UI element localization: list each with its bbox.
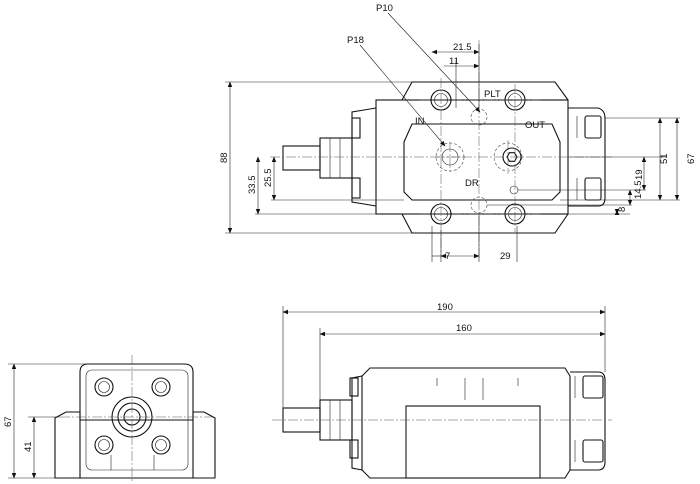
top-left-boss-upper [351,117,361,139]
side-right-cap [570,371,606,471]
top-right-boss-lower [584,177,602,201]
side-right-boss-upper [582,375,604,399]
dim-67-top: 67 [686,153,697,164]
end-bolt-tr [151,377,171,397]
leader-label-p10: P10 [376,3,393,14]
dim-29: 29 [500,251,511,262]
dim-21-5: 21.5 [453,42,472,53]
dim-14-5: 14.5 [633,181,644,200]
side-lower-block [405,405,541,479]
side-left-housing [351,375,363,471]
dim-8: 8 [617,207,628,212]
dim-25-5: 25.5 [263,169,274,188]
side-view: 190 160 [272,302,612,479]
top-flange-upper [401,81,569,101]
side-right-boss-lower [582,439,604,463]
end-bolt-tl [94,377,114,397]
locating-pin [509,185,519,195]
dim-160: 160 [456,323,472,334]
leader-label-p18: P18 [347,35,364,46]
top-right-boss-upper [584,115,602,139]
top-left-boss-lower [351,177,361,199]
top-inner-pocket [403,123,561,201]
dim-41-end: 41 [23,441,34,452]
top-adjust-screw [282,145,321,171]
top-lock-nut [319,137,353,179]
end-body [79,363,194,478]
dim-11: 11 [449,56,459,67]
dim-51: 51 [659,153,670,164]
port-label-plt: PLT [484,89,501,100]
end-bolt-bl [94,435,114,455]
dim-33-5: 33.5 [247,176,258,195]
end-inner-panel [85,369,189,471]
end-bolt-br [151,435,171,455]
dim-19: 19 [634,169,645,180]
port-label-dr: DR [465,178,479,189]
dim-67-end: 67 [3,416,14,427]
side-main-body [361,367,571,479]
port-label-in: IN [415,116,425,127]
dim-7: 7 [445,251,450,262]
port-label-out: OUT [525,120,545,131]
dim-190: 190 [437,302,453,313]
end-base [54,411,216,479]
top-flange-lower [401,213,569,234]
side-left-boss-lower [349,439,359,459]
top-right-cap [568,107,606,207]
dim-88: 88 [219,152,230,163]
side-left-boss-upper [349,377,359,397]
end-view: 67 41 [3,355,216,482]
top-view: PLT IN OUT DR P10 P18 21.5 11 88 33.5 25… [219,3,697,262]
